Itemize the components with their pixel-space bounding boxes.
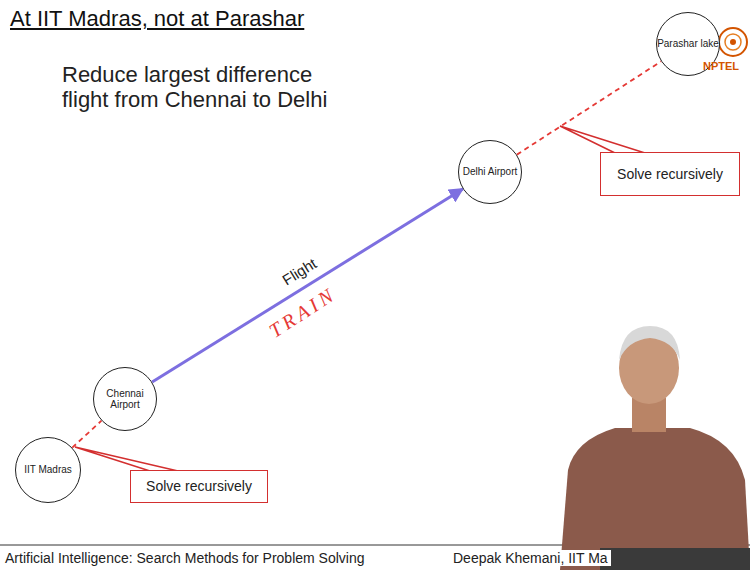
place-circle: Chennai Airport	[93, 367, 157, 431]
nptel-logo	[719, 28, 747, 56]
shirt	[560, 428, 750, 570]
logo-ring	[719, 28, 747, 56]
handwritten-note: TRAIN	[265, 282, 341, 342]
node-text: IIT Madras	[24, 464, 72, 476]
callout-pointer	[560, 126, 645, 153]
flight-arrow	[152, 189, 463, 382]
hair	[619, 326, 680, 360]
callout-pointer	[75, 447, 178, 471]
node-text: Delhi Airport	[463, 166, 517, 178]
laptop	[600, 548, 750, 570]
node-text: Solve recursively	[146, 478, 252, 494]
lecturer-figure	[560, 326, 750, 570]
node-text: Chennai Airport	[94, 388, 156, 411]
edge-label: Flight	[279, 255, 319, 289]
dashed-link	[72, 421, 101, 448]
place-circle: IIT Madras	[15, 437, 81, 503]
node-text: Parashar lake	[657, 38, 719, 50]
subtitle-note: Reduce largest difference flight from Ch…	[62, 62, 362, 113]
footer-text: Artificial Intelligence: Search Methods …	[5, 550, 365, 566]
place-circle: Delhi Airport	[458, 140, 522, 204]
logo-dot	[730, 39, 736, 45]
footer-text: Deepak Khemani, IIT Ma	[453, 550, 611, 566]
dashed-link	[517, 61, 661, 154]
slide-title: At IIT Madras, not at Parashar	[10, 6, 304, 31]
logo-text: NPTEL	[703, 60, 739, 73]
node-text: Solve recursively	[617, 166, 723, 182]
callout-box: Solve recursively	[600, 152, 740, 196]
callout-box: Solve recursively	[130, 470, 268, 503]
logo-ring	[725, 34, 741, 50]
